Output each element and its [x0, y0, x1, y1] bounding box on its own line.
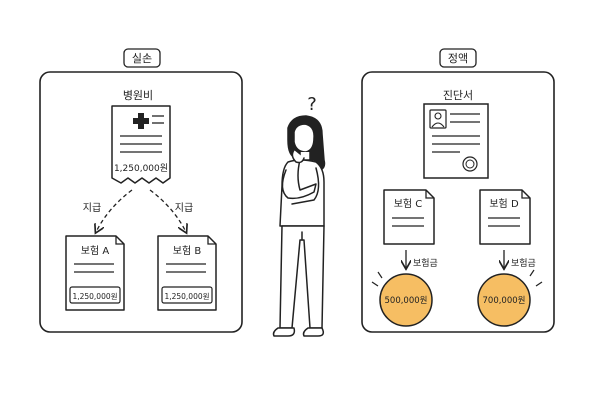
insurance-d-doc: 보험 D: [479, 189, 531, 245]
diagnosis-doc: [423, 103, 489, 179]
payout-label-c: 보험금: [413, 258, 438, 269]
insurance-a-doc: 보험 A 1,250,000원: [65, 235, 125, 311]
diagnosis-doc-title: 진단서: [443, 89, 473, 102]
insurance-b-label: 보험 B: [173, 245, 202, 257]
payout-arrow-b: [149, 189, 186, 232]
hospital-bill-title: 병원비: [123, 89, 153, 102]
coin-c: 500,000원: [371, 271, 433, 327]
left-panel-tab: [123, 48, 161, 68]
seal-icon: [462, 156, 478, 172]
left-panel-tab-label: 실손: [132, 52, 152, 65]
right-panel-tab-label: 정액: [448, 52, 468, 65]
payout-arrow-a: [96, 189, 133, 232]
payout-label-a: 지급: [83, 202, 101, 214]
person-icon: [429, 109, 447, 129]
insurance-b-doc: 보험 B 1,250,000원: [157, 235, 217, 311]
payout-label-d: 보험금: [511, 258, 536, 269]
insurance-a-amount: 1,250,000원: [72, 292, 117, 301]
right-panel: 정액 진단서 보험 C: [361, 48, 555, 333]
medical-cross-icon: [133, 113, 149, 129]
question-mark-icon: ?: [307, 94, 317, 115]
insurance-c-doc: 보험 C: [383, 189, 435, 245]
insurance-a-amount-box: [69, 286, 121, 304]
thinking-person: ?: [272, 94, 326, 337]
insurance-a-label: 보험 A: [81, 245, 110, 257]
insurance-d-amount: 700,000원: [483, 296, 526, 306]
insurance-b-amount: 1,250,000원: [164, 292, 209, 301]
hospital-bill-amount: 1,250,000원: [114, 163, 168, 174]
hospital-bill-doc: 1,250,000원: [111, 105, 171, 184]
left-panel: 실손 병원비 1,250,000원 지급 지급 보험 A 1,250,000원: [39, 48, 243, 333]
right-panel-tab: [439, 48, 477, 68]
insurance-c-label: 보험 C: [394, 198, 423, 210]
insurance-c-amount: 500,000원: [385, 296, 428, 306]
payout-label-b: 지급: [175, 202, 193, 214]
coin-d: 700,000원: [477, 269, 543, 327]
insurance-d-label: 보험 D: [489, 198, 519, 210]
insurance-b-amount-box: [161, 286, 213, 304]
